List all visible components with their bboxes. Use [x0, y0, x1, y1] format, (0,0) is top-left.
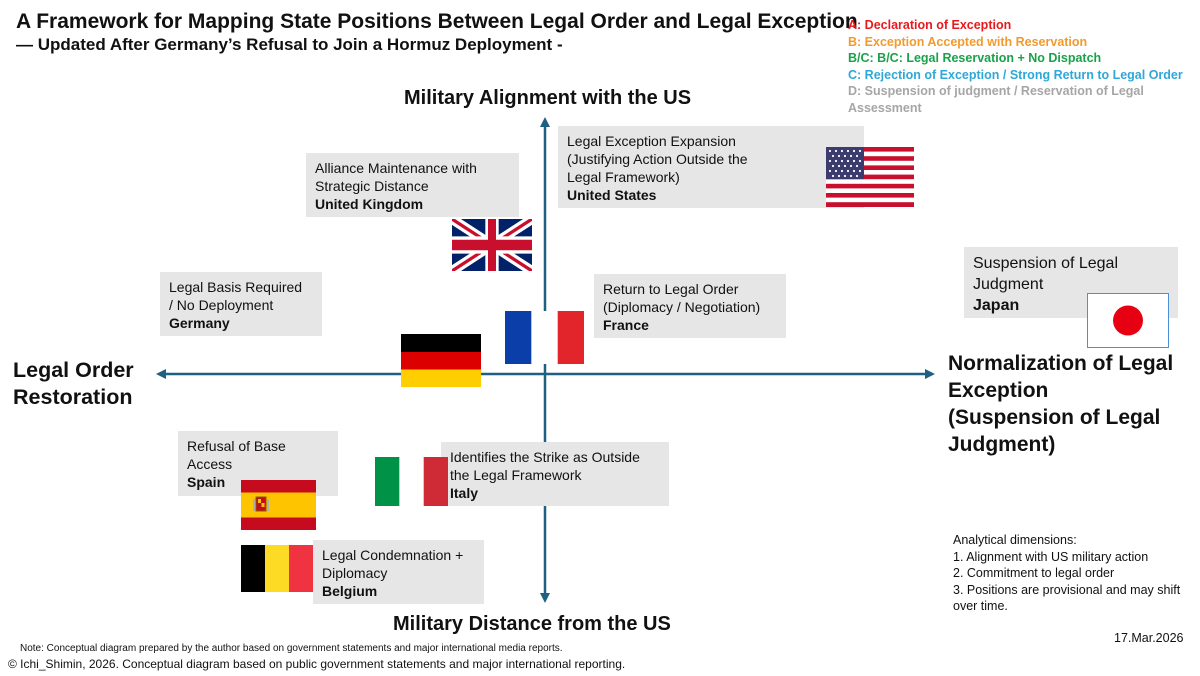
date-label: 17.Mar.2026: [1114, 631, 1184, 645]
position-text: Judgment: [973, 276, 1044, 293]
position-text: Identifies the Strike as Outside: [450, 449, 640, 465]
page-subtitle: — Updated After Germany’s Refusal to Joi…: [16, 35, 563, 54]
spain-flag-icon: [241, 480, 316, 530]
copyright: © Ichi_Shimin, 2026. Conceptual diagram …: [8, 657, 626, 671]
axis-label-right: Normalization of Legal Exception (Suspen…: [948, 350, 1198, 458]
position-text: Legal Condemnation +: [322, 547, 464, 563]
position-text: Strategic Distance: [315, 178, 429, 194]
country-name: United Kingdom: [315, 196, 424, 212]
country-name: France: [603, 317, 649, 333]
axis-label-right-line: (Suspension of Legal: [948, 406, 1161, 429]
legend-item-bc: B/C: B/C: Legal Reservation + No Dispatc…: [848, 51, 1102, 66]
position-text: Legal Framework): [567, 169, 680, 185]
axis-label-left-line: Legal Order: [13, 358, 134, 382]
country-name: Germany: [169, 315, 230, 331]
country-name: Japan: [973, 297, 1020, 314]
axis-label-left-line: Restoration: [13, 385, 133, 409]
france-flag-icon: [505, 311, 584, 364]
legend-item-d: D: Suspension of judgment / Reservation …: [848, 84, 1144, 115]
axis-label-right-line: Exception: [948, 379, 1049, 402]
position-text: Return to Legal Order: [603, 281, 739, 297]
notes-heading: Analytical dimensions:: [953, 533, 1077, 547]
position-text: / No Deployment: [169, 297, 274, 313]
position-text: (Diplomacy / Negotiation): [603, 299, 761, 315]
footnote: Note: Conceptual diagram prepared by the…: [20, 643, 563, 654]
position-box-belgium: Legal Condemnation + Diplomacy Belgium: [313, 540, 484, 604]
position-box-italy: Identifies the Strike as Outside the Leg…: [441, 442, 669, 506]
position-box-france: Return to Legal Order (Diplomacy / Negot…: [594, 274, 786, 338]
axis-label-top: Military Alignment with the US: [404, 87, 692, 109]
legend-item-a: A: Declaration of Exception: [848, 18, 1012, 32]
page-title: A Framework for Mapping State Positions …: [16, 10, 858, 33]
japan-flag-icon: [1087, 293, 1169, 348]
country-name: United States: [567, 187, 657, 203]
axis-label-right-line: Judgment): [948, 433, 1056, 456]
position-text: Legal Exception Expansion: [567, 133, 736, 149]
notes-item: 3. Positions are provisional and may shi…: [953, 582, 1181, 614]
axis-label-bottom: Military Distance from the US: [393, 613, 671, 635]
notes-item: 2. Commitment to legal order: [953, 566, 1115, 581]
position-text: Refusal of Base: [187, 438, 286, 454]
uk-flag-icon: [452, 219, 532, 271]
notes-item: 1. Alignment with US military action: [953, 549, 1149, 564]
germany-flag-icon: [401, 334, 481, 387]
legend: A: Declaration of Exception B: Exception…: [848, 17, 1198, 117]
us-flag-icon: [826, 147, 914, 207]
legend-item-b: B: Exception Accepted with Reservation: [848, 34, 1088, 49]
axis-label-left: Legal Order Restoration: [13, 357, 173, 411]
position-text: the Legal Framework: [450, 467, 582, 483]
position-box-germany: Legal Basis Required / No Deployment Ger…: [160, 272, 322, 336]
italy-flag-icon: [375, 457, 448, 506]
position-text: Access: [187, 456, 233, 472]
axis-label-right-line: Normalization of Legal: [948, 352, 1174, 375]
position-box-united-kingdom: Alliance Maintenance with Strategic Dist…: [306, 153, 519, 217]
country-name: Belgium: [322, 583, 378, 599]
position-text: (Justifying Action Outside the: [567, 151, 748, 167]
position-text: Suspension of Legal: [973, 255, 1118, 272]
position-text: Diplomacy: [322, 565, 388, 581]
legend-item-c: C: Rejection of Exception / Strong Retur…: [848, 67, 1183, 82]
position-box-united-states: Legal Exception Expansion (Justifying Ac…: [558, 126, 864, 208]
country-name: Italy: [450, 485, 479, 501]
belgium-flag-icon: [241, 545, 313, 592]
position-text: Alliance Maintenance with: [315, 160, 477, 176]
country-name: Spain: [187, 474, 226, 490]
analytical-dimensions: Analytical dimensions: 1. Alignment with…: [953, 532, 1193, 615]
position-text: Legal Basis Required: [169, 279, 303, 295]
